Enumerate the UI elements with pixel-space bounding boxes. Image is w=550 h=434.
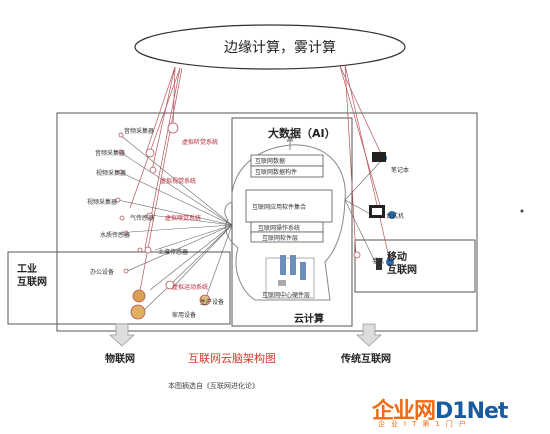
central-stack	[245, 154, 333, 299]
central-block-1: 互联网数据	[255, 158, 286, 165]
industrial-line-2: 互联网	[17, 277, 47, 288]
head-silhouette	[224, 144, 346, 301]
central-block-2: 互联网数据构件	[255, 169, 298, 176]
diagram-title: 互联网云脑架构图	[188, 352, 276, 365]
edge-cloud-shape	[134, 24, 406, 70]
device-label-2: 台式机	[386, 213, 405, 220]
sensor-label-11: 办公设备	[90, 269, 115, 276]
sensor-label-14: 生产设备	[200, 299, 225, 306]
sensor-label-4: 视频采集器	[87, 199, 118, 206]
central-block-5: 互联网软件层	[262, 235, 299, 242]
iot-arrow	[108, 323, 136, 347]
central-block-3: 互联网应用软件集合	[252, 204, 307, 211]
device-label-1: 笔记本	[391, 167, 410, 174]
industrial-internet-label: 工业 互联网	[17, 263, 47, 289]
diagram-caption: 本图摘选自《互联网进化论》	[168, 382, 259, 390]
sensor-label-3: 视频采集器	[96, 170, 127, 177]
sensor-label-13: 家用设备	[172, 312, 197, 319]
sensor-label-12: 虚拟运动系统	[172, 284, 209, 291]
edge-cloud-label: 边缘计算，雾计算	[224, 40, 336, 56]
sensor-label-8: 虚拟嗅觉系统	[165, 215, 202, 222]
device-label-3: 手机	[372, 258, 385, 265]
cloud-computing-label: 云计算	[294, 314, 324, 325]
watermark-logo: 企业网D1Net	[372, 393, 508, 425]
sensor-label-6: 虚拟视觉系统	[160, 178, 197, 185]
mobile-internet-label: 移动 互联网	[387, 251, 417, 277]
sensor-label-7: 气传感器	[130, 215, 155, 222]
watermark-brand-a: 企业网	[372, 399, 436, 424]
sensor-label-9: 水质传感器	[100, 232, 131, 239]
mobile-line-2: 互联网	[387, 265, 417, 276]
watermark-brand-b: D1Net	[435, 399, 508, 424]
sensor-nodes	[115, 122, 211, 320]
central-block-6: 互联网中心硬件层	[262, 292, 311, 299]
mobile-line-1: 移动	[387, 252, 407, 263]
traditional-internet-label: 传统互联网	[341, 354, 391, 365]
device-icons	[353, 152, 396, 270]
industrial-line-1: 工业	[17, 264, 37, 275]
iot-label: 物联网	[105, 354, 135, 365]
main-frame	[56, 112, 478, 332]
sensor-label-2: 音频采集器	[95, 150, 126, 157]
cloud-computing-region	[231, 117, 353, 327]
big-data-label: 大数据（AI）	[268, 127, 336, 140]
mobile-internet-box	[354, 239, 476, 293]
sensor-label-5: 虚拟听觉系统	[182, 139, 219, 146]
watermark-subtitle: 企业IT第1门户	[378, 420, 472, 428]
sensor-label-10: 土壤传感器	[158, 249, 189, 256]
central-block-4: 互联网操作系统	[258, 225, 301, 232]
traditional-internet-arrow	[355, 323, 383, 347]
sensor-label-1: 音频采集器	[124, 128, 155, 135]
